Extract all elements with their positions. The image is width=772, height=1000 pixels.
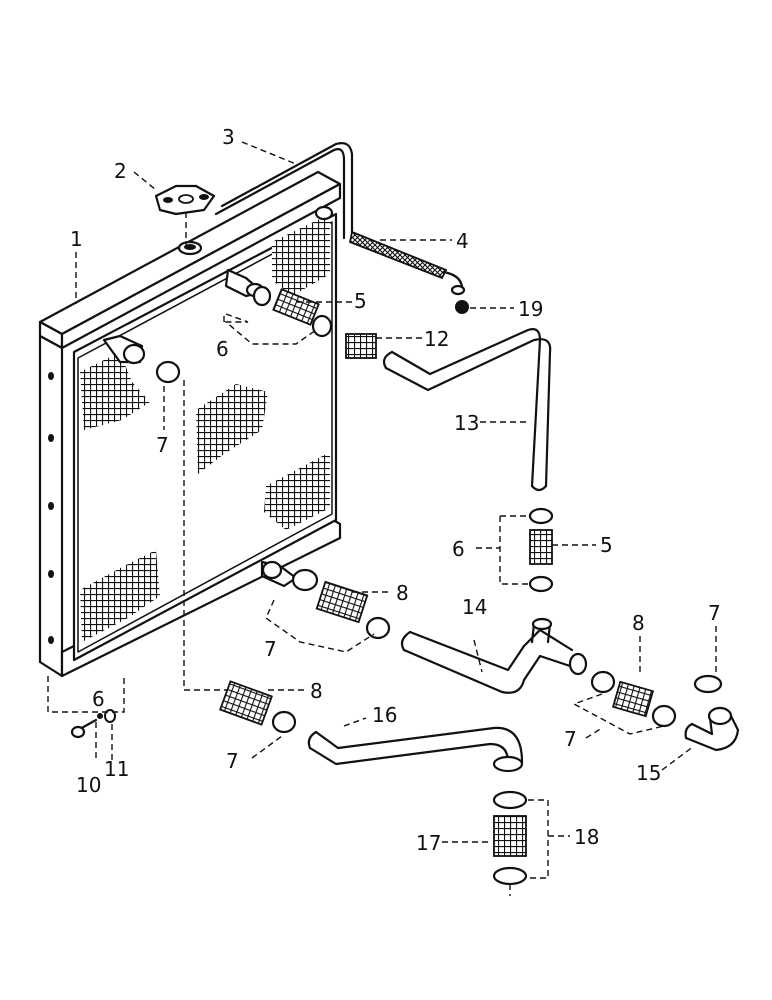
plug [455,300,469,314]
middle-coupling-set [528,507,554,593]
callout-18: 18 [574,825,599,849]
overflow-pipe [220,142,354,240]
leader-lines [47,141,717,896]
lower-outlet-stub [260,560,298,588]
callout-7: 7 [708,601,721,625]
upper-hose-clamp [252,285,272,307]
right-coupling-set [590,670,677,728]
vent-fitting [314,205,334,221]
callout-17: 17 [416,831,441,855]
lower-hose-clamp [291,568,319,592]
callout-8: 8 [396,581,409,605]
callout-19: 19 [518,297,543,321]
callout-4: 4 [456,229,469,253]
callout-6: 6 [92,687,105,711]
callout-14: 14 [462,595,487,619]
elbow-clamp [693,674,723,694]
hose-clamp [155,360,181,384]
lower-hose-clamp-2 [365,616,391,640]
callout-1: 1 [70,227,83,251]
callout-5: 5 [600,533,613,557]
lower-hose-coupling [315,580,369,624]
callout-12: 12 [424,327,449,351]
upper-hose-coupling [272,288,320,326]
callout-6: 6 [452,537,465,561]
callout-13: 13 [454,411,479,435]
bottom-water-pipe [307,726,524,773]
radiator-filler-neck [177,240,203,256]
callout-2: 2 [114,159,127,183]
mounting-holes [48,372,54,644]
callout-6: 6 [216,337,229,361]
bolt-and-washer [70,709,116,739]
callout-7: 7 [226,749,239,773]
callout-11: 11 [104,757,129,781]
callout-7: 7 [564,727,577,751]
upper-hose-clamp-2 [311,314,333,338]
bottom-hose-clamp [271,710,297,734]
callout-10: 10 [76,773,101,797]
radiator-core [38,170,342,678]
callout-7: 7 [264,637,277,661]
elbow-hose [684,706,740,752]
lower-water-pipe [400,617,588,694]
upper-pipe-coupling [345,333,377,359]
callout-15: 15 [636,761,661,785]
callout-labels: 1 2 3 4 19 5 6 12 7 13 6 5 14 8 7 8 7 8 … [70,125,721,855]
upper-water-pipe [382,328,552,492]
callout-7: 7 [156,433,169,457]
callout-16: 16 [372,703,397,727]
callout-8: 8 [632,611,645,635]
callout-3: 3 [222,125,235,149]
bottom-coupling-set [492,790,528,886]
callout-5: 5 [354,289,367,313]
callout-8: 8 [310,679,323,703]
bottom-hose-coupling [219,680,273,726]
left-inlet-stub [102,334,146,365]
overflow-hose [348,230,466,296]
